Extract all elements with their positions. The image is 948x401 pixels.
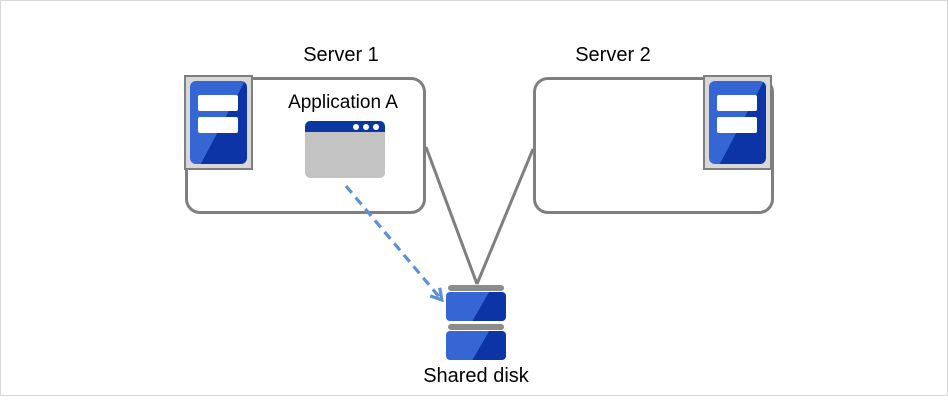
shared-disk-icon bbox=[446, 285, 506, 361]
tower-shape bbox=[709, 81, 766, 164]
server1-label: Server 1 bbox=[303, 44, 379, 66]
tower-slot-bar bbox=[198, 95, 238, 111]
server2-tower-icon bbox=[703, 75, 772, 170]
disk-platter bbox=[446, 331, 506, 360]
titlebar-dot-icon bbox=[363, 123, 369, 130]
application-label: Application A bbox=[288, 92, 398, 113]
shared-disk-label: Shared disk bbox=[423, 365, 529, 387]
tower-slot-bar bbox=[198, 117, 238, 133]
tower-slot-bar bbox=[717, 117, 757, 133]
server1-tower-icon bbox=[184, 75, 253, 170]
application-window-icon bbox=[305, 121, 385, 178]
disk-cap bbox=[448, 285, 504, 291]
window-titlebar bbox=[305, 121, 385, 132]
disk-cap bbox=[448, 324, 504, 330]
tower-slot-bar bbox=[717, 95, 757, 111]
disk-platter bbox=[446, 292, 506, 321]
titlebar-dot-icon bbox=[373, 123, 379, 130]
titlebar-dot-icon bbox=[353, 123, 359, 130]
window-body bbox=[305, 132, 385, 178]
tower-shape bbox=[190, 81, 247, 164]
server2-label: Server 2 bbox=[575, 44, 651, 66]
